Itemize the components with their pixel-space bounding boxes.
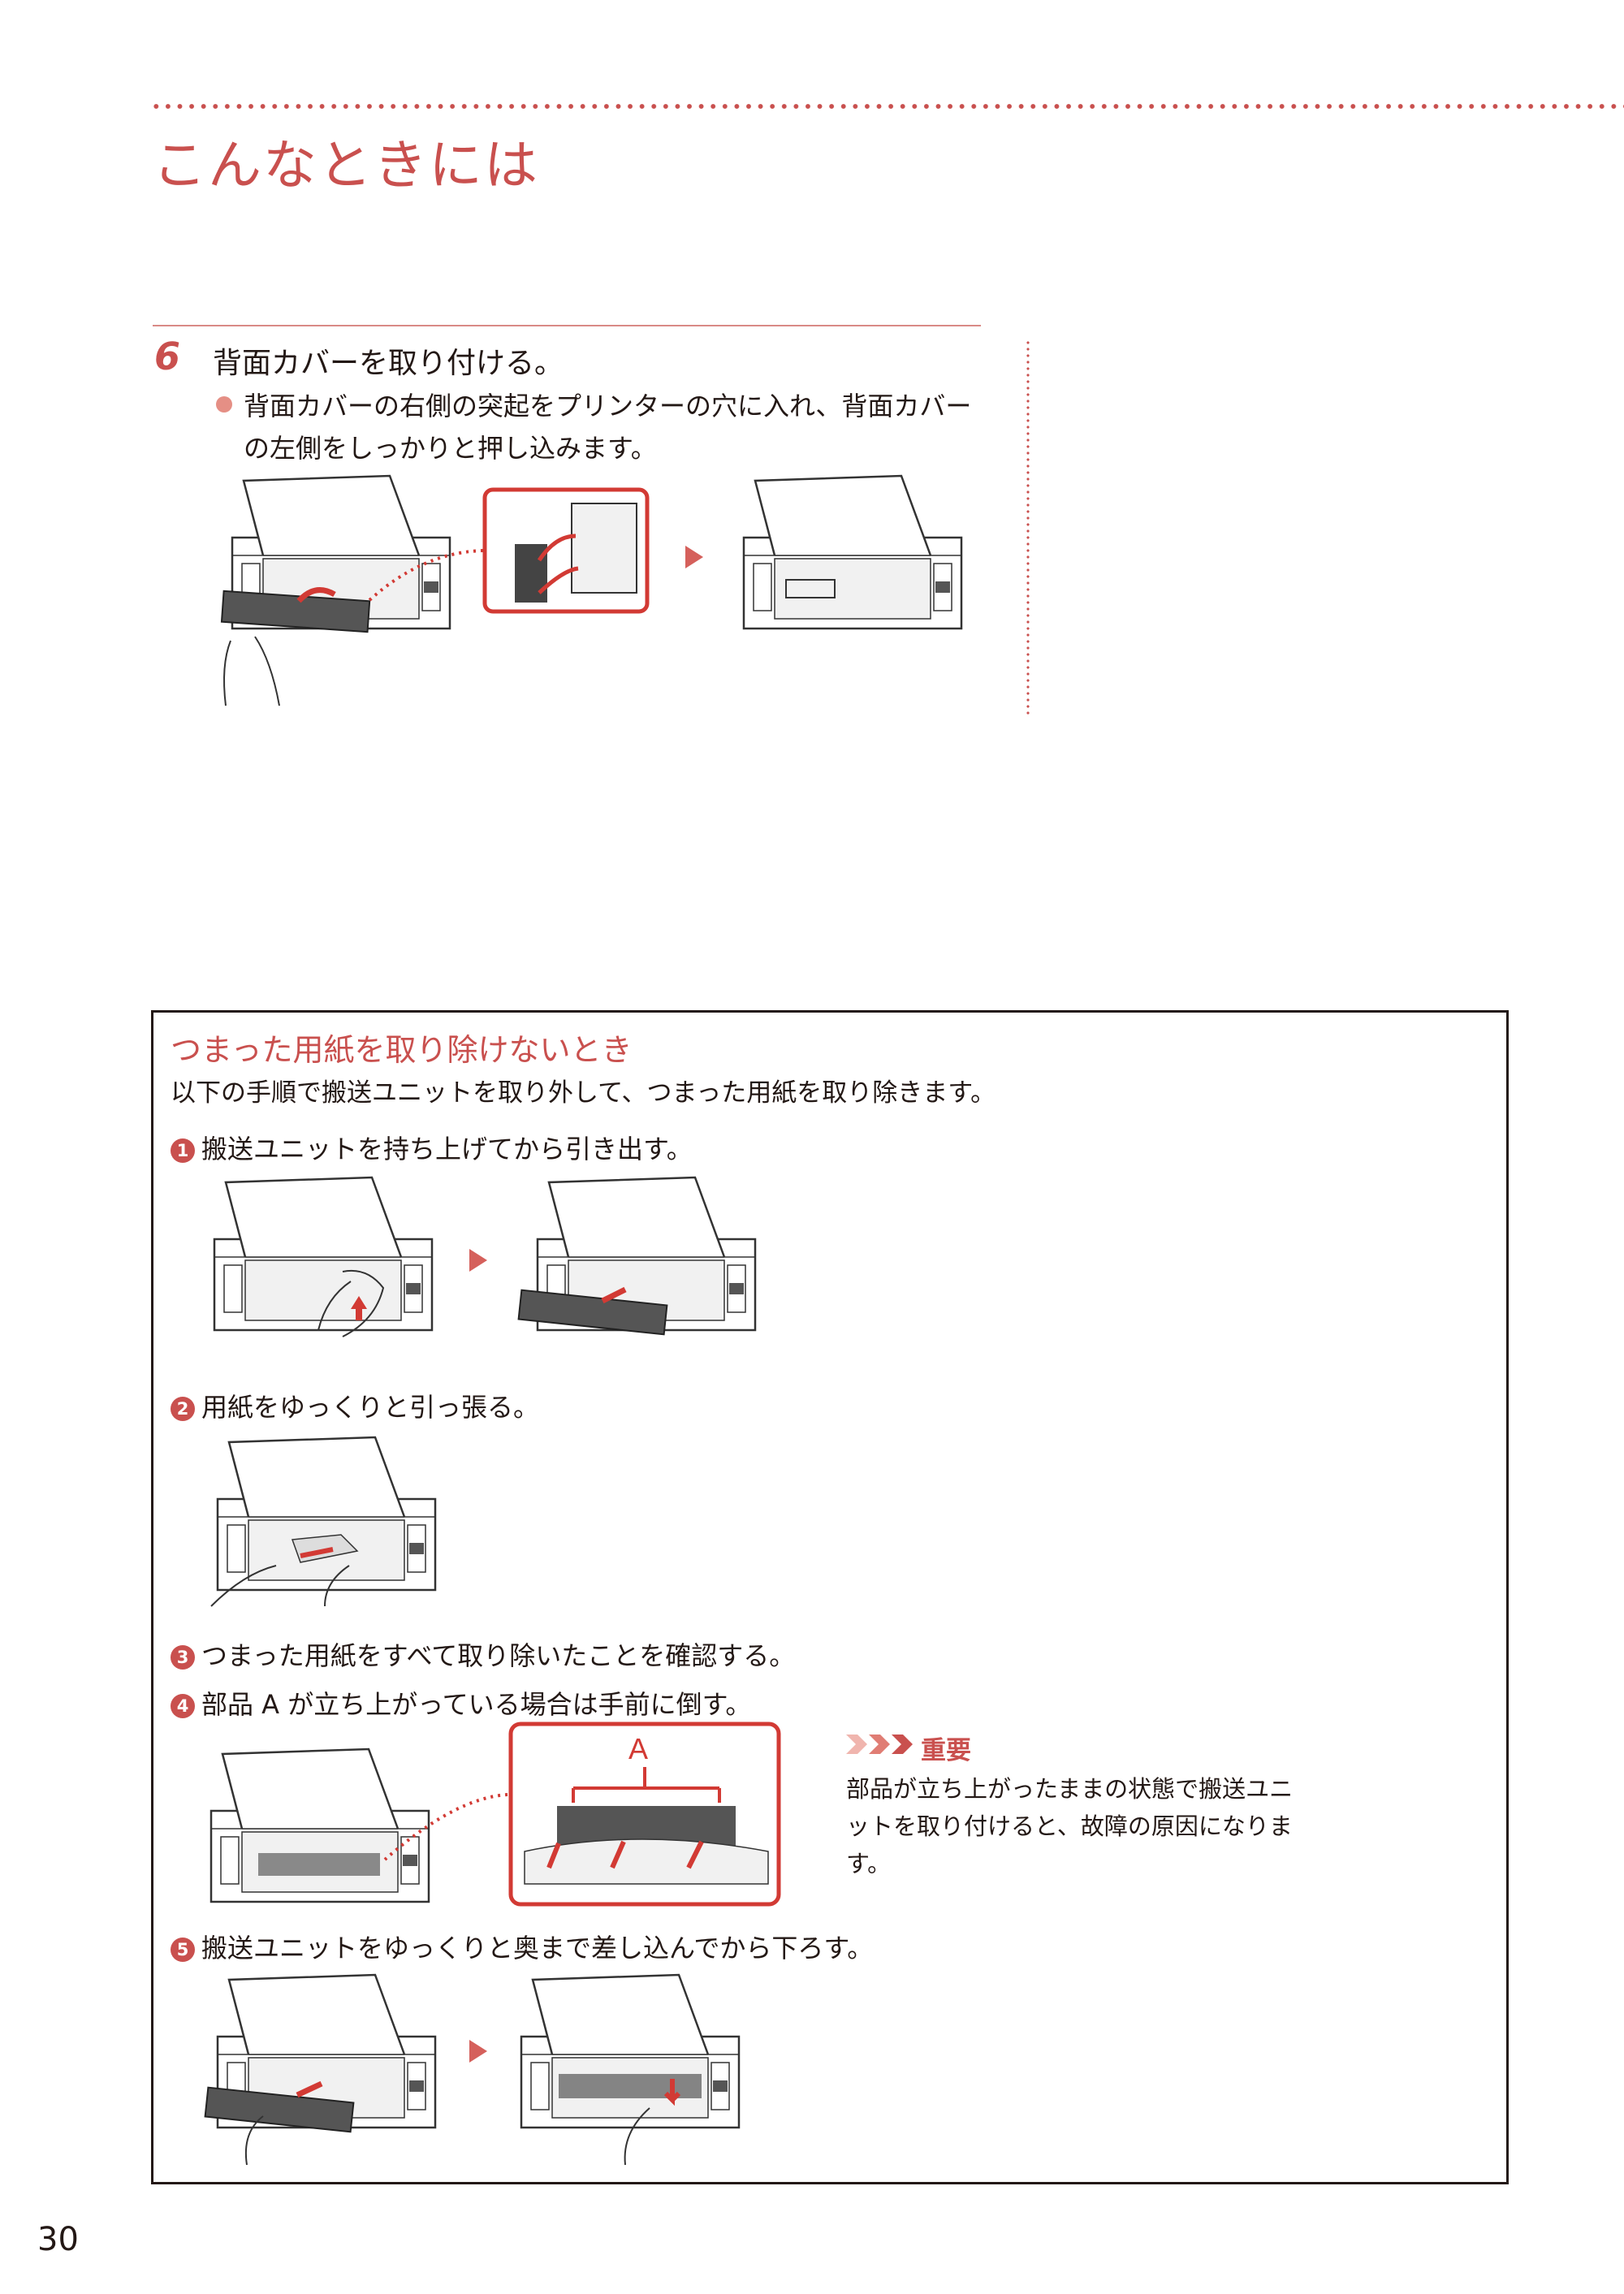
substep-text: 部品 A が立ち上がっている場合は手前に倒す。 <box>201 1689 752 1720</box>
pull-paper-illustration <box>210 1436 437 1607</box>
substep-text: つまった用紙をすべて取り除いたことを確認する。 <box>201 1640 796 1671</box>
step-title: 背面カバーを取り付ける。 <box>213 347 564 380</box>
bullet-icon <box>216 396 232 413</box>
insert-unit-illustration <box>204 1973 437 2166</box>
substep-text: 用紙をゆっくりと引っ張る。 <box>201 1392 540 1423</box>
page-number: 30 <box>37 2221 79 2258</box>
page-title: こんなときには <box>153 134 539 197</box>
step-number-badge: 4 <box>171 1694 195 1718</box>
printer-cover-attached-illustration <box>742 474 963 630</box>
substep-text: 搬送ユニットをゆっくりと奥まで差し込んでから下ろす。 <box>201 1933 874 1964</box>
step-description: 背面カバーの右側の突起をプリンターの穴に入れ、背面カバーの左側をしっかりと押し込… <box>244 391 972 464</box>
pull-out-unit-illustration <box>517 1176 757 1336</box>
cover-hook-detail-illustration <box>482 487 650 614</box>
printer-part-a-illustration <box>209 1748 430 1903</box>
header-dotted-rule <box>150 102 1624 110</box>
box-intro: 以下の手順で搬送ユニットを取り外して、つまった用紙を取り除きます。 <box>171 1078 996 1108</box>
important-label: 重要 <box>921 1736 971 1765</box>
jam-removal-box <box>151 1010 1509 2184</box>
substep-text: 搬送ユニットを持ち上げてから引き出す。 <box>201 1134 693 1164</box>
part-a-detail-illustration: A <box>508 1722 781 1907</box>
next-arrow-icon <box>469 1249 487 1272</box>
lower-unit-illustration <box>520 1973 741 2166</box>
printer-attach-cover-illustration <box>220 474 451 706</box>
part-a-label: A <box>628 1732 648 1765</box>
column-dotted-divider <box>1026 339 1030 715</box>
step-number-badge: 2 <box>171 1397 195 1421</box>
step-number-badge: 5 <box>171 1938 195 1962</box>
important-chevron-icon <box>846 1735 913 1754</box>
lift-unit-illustration <box>213 1176 434 1337</box>
step-number: 6 <box>154 335 181 378</box>
important-text: 部品が立ち上がったままの状態で搬送ユニットを取り付けると、故障の原因になります。 <box>846 1775 1294 1877</box>
next-arrow-icon <box>685 546 703 568</box>
step-divider <box>153 325 981 326</box>
step-number-badge: 3 <box>171 1645 195 1670</box>
box-title: つまった用紙を取り除けないとき <box>171 1032 633 1068</box>
next-arrow-icon <box>469 2040 487 2063</box>
dotted-callout-line <box>383 1793 508 1861</box>
dotted-callout-line <box>367 549 484 603</box>
step-number-badge: 1 <box>171 1138 195 1163</box>
